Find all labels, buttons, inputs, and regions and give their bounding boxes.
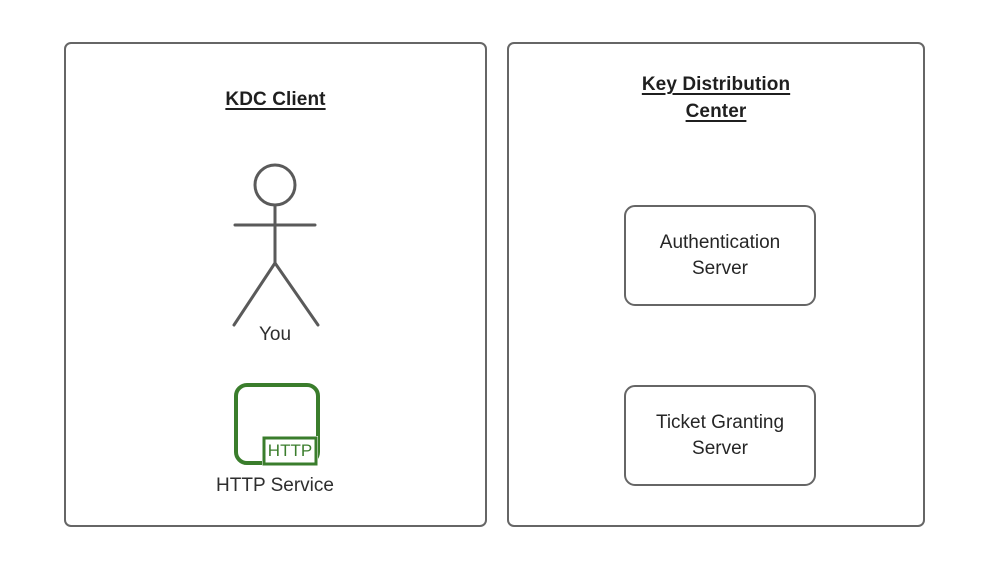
- http-badge-label: HTTP: [268, 441, 312, 460]
- panel-title-kdc-client: KDC Client: [64, 59, 487, 113]
- stick-figure-leg-right: [273, 261, 320, 327]
- http-service-svg: HTTP: [234, 383, 320, 466]
- server-box-authentication-server-label: Authentication Server: [659, 231, 781, 279]
- actor-label-you: You: [258, 324, 292, 345]
- server-box-ticket-granting-server-label: Ticket Granting Server: [655, 411, 785, 459]
- panel-title-key-distribution-center-text: Key Distribution Center: [641, 74, 791, 122]
- panel-title-kdc-client-text: KDC Client: [225, 89, 326, 110]
- server-box-ticket-granting-server[interactable]: Ticket Granting Server: [624, 385, 816, 486]
- stick-figure-leg-left: [232, 261, 277, 327]
- panel-title-key-distribution-center: Key Distribution Center: [507, 44, 925, 125]
- service-label-http: HTTP Service: [216, 475, 334, 496]
- http-service-icon[interactable]: HTTP: [230, 380, 325, 470]
- stick-figure-head: [253, 163, 297, 207]
- http-badge-box: [262, 436, 318, 466]
- stick-figure-svg: [232, 163, 320, 327]
- server-box-authentication-server[interactable]: Authentication Server: [624, 205, 816, 306]
- stick-figure-person-icon: [205, 155, 345, 355]
